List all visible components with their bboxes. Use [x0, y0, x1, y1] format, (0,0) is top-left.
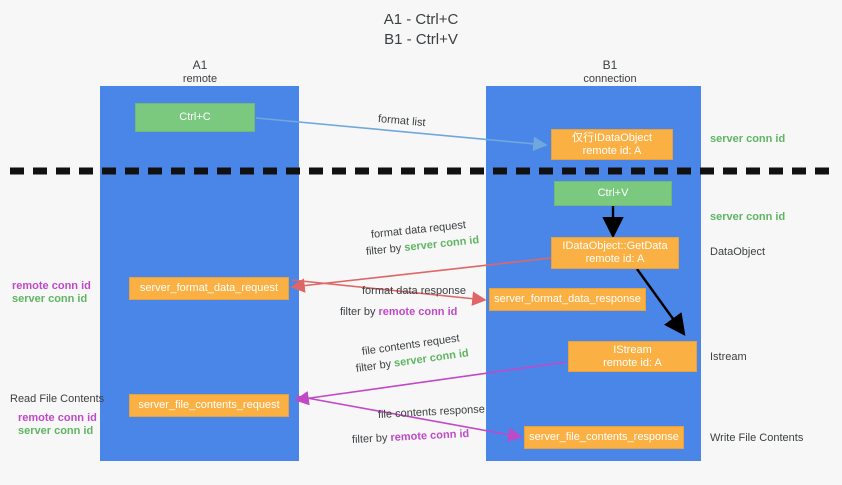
column-header-b1-name: B1: [602, 58, 618, 72]
page-title: A1 - Ctrl+C B1 - Ctrl+V: [0, 10, 842, 50]
label-istream: Istream: [710, 351, 747, 363]
box-ctrl-c-label: Ctrl+C: [179, 111, 211, 123]
column-header-b1: B1 connection: [530, 58, 690, 86]
label-read-file-contents: Read File Contents: [10, 393, 105, 405]
box-ctrl-v[interactable]: Ctrl+V: [554, 181, 672, 206]
label-remote-conn-id-2: remote conn id: [18, 412, 97, 424]
label-format-data-request-filter-prefix: filter by: [365, 242, 405, 258]
label-format-data-response-filter: filter by remote conn id: [340, 305, 457, 319]
title-line-1: A1 - Ctrl+C: [383, 11, 459, 28]
label-remote-conn-id-1: remote conn id: [12, 280, 91, 292]
box-server-format-data-response[interactable]: server_format_data_response: [489, 288, 646, 311]
label-file-contents-response-filter: filter by remote conn id: [352, 427, 470, 447]
box-server-file-contents-request[interactable]: server_file_contents_request: [129, 394, 289, 417]
column-header-a1: A1 remote: [120, 58, 280, 86]
box-getdata[interactable]: IDataObject::GetData remote id: A: [551, 237, 679, 269]
box-server-file-contents-response-label: server_file_contents_response: [529, 431, 679, 443]
box-ctrl-c[interactable]: Ctrl+C: [135, 103, 255, 132]
label-file-contents-response: file contents response: [377, 403, 486, 421]
box-getdata-line1: IDataObject::GetData: [562, 240, 668, 252]
box-idataobject-line1: 仅行IDataObject: [571, 131, 653, 144]
label-format-data-response-filter-value: remote conn id: [378, 306, 458, 318]
box-istream[interactable]: IStream remote id: A: [568, 341, 697, 372]
label-file-contents-response-filter-value: remote conn id: [390, 427, 470, 444]
box-idataobject[interactable]: 仅行IDataObject remote id: A: [551, 129, 673, 160]
box-idataobject-line2: remote id: A: [582, 144, 642, 157]
label-format-data-response-filter-prefix: filter by: [340, 306, 379, 318]
label-format-data-response: format data response: [362, 285, 466, 297]
box-ctrl-v-label: Ctrl+V: [597, 187, 629, 199]
box-server-format-data-request[interactable]: server_format_data_request: [129, 277, 289, 300]
column-header-b1-sub: connection: [583, 73, 637, 85]
column-header-a1-sub: remote: [182, 73, 218, 85]
box-getdata-line2: remote id: A: [585, 253, 645, 265]
label-server-conn-id-top: server conn id: [710, 133, 786, 145]
label-write-file-contents: Write File Contents: [710, 432, 804, 444]
label-server-conn-id-mid: server conn id: [710, 211, 786, 223]
title-line-2: B1 - Ctrl+V: [384, 31, 458, 48]
column-header-a1-name: A1: [192, 58, 208, 72]
label-server-conn-id-1: server conn id: [12, 293, 88, 305]
box-istream-line2: remote id: A: [603, 356, 662, 369]
label-file-contents-response-filter-prefix: filter by: [351, 431, 391, 446]
label-server-conn-id-2: server conn id: [18, 425, 94, 437]
label-format-list: format list: [377, 113, 427, 130]
box-server-file-contents-request-label: server_file_contents_request: [138, 399, 280, 411]
label-file-contents-request-filter-prefix: filter by: [355, 357, 395, 375]
box-istream-line1: IStream: [613, 343, 652, 356]
box-server-format-data-request-label: server_format_data_request: [139, 282, 279, 294]
label-dataobject: DataObject: [710, 246, 766, 258]
box-server-format-data-response-label: server_format_data_response: [494, 293, 641, 305]
box-server-file-contents-response[interactable]: server_file_contents_response: [524, 426, 684, 449]
